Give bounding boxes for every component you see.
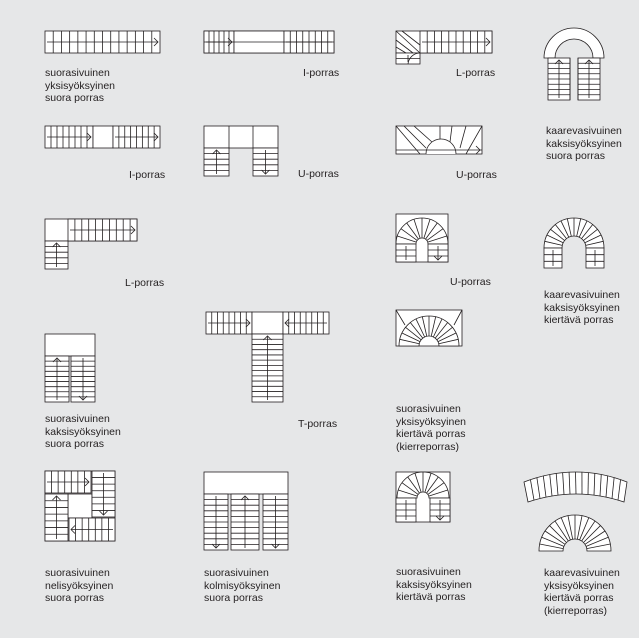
t-stair bbox=[205, 311, 330, 403]
straight-single-stair bbox=[44, 30, 161, 54]
u-stair-winder-2 bbox=[395, 213, 449, 263]
label-i-stair-2: I-porras bbox=[129, 169, 166, 181]
label-l-stair-top: L-porras bbox=[456, 67, 496, 79]
curved-single-winding-stair bbox=[523, 471, 628, 552]
straight-quad-stair bbox=[44, 470, 116, 542]
u-stair-winder bbox=[395, 125, 483, 155]
label-u-stair-winder: U-porras bbox=[456, 169, 497, 181]
straight-single-winding-stair bbox=[395, 309, 463, 347]
i-stair-2 bbox=[44, 125, 161, 149]
label-t-stair: T-porras bbox=[298, 418, 338, 430]
curved-double-winding-stair bbox=[543, 217, 605, 269]
i-stair-top bbox=[203, 30, 335, 54]
straight-triple-stair bbox=[203, 471, 289, 551]
label-u-stair: U-porras bbox=[298, 168, 339, 180]
u-stair bbox=[203, 125, 279, 177]
curved-double-stair bbox=[543, 27, 605, 101]
label-i-stair-top: I-porras bbox=[303, 67, 340, 79]
straight-double-stair bbox=[44, 333, 96, 403]
l-stair-top bbox=[395, 30, 493, 65]
label-u-stair-winder-2: U-porras bbox=[450, 276, 491, 288]
straight-double-winding-stair bbox=[395, 471, 451, 523]
label-l-stair-2: L-porras bbox=[125, 277, 165, 289]
l-stair-2 bbox=[44, 218, 138, 270]
